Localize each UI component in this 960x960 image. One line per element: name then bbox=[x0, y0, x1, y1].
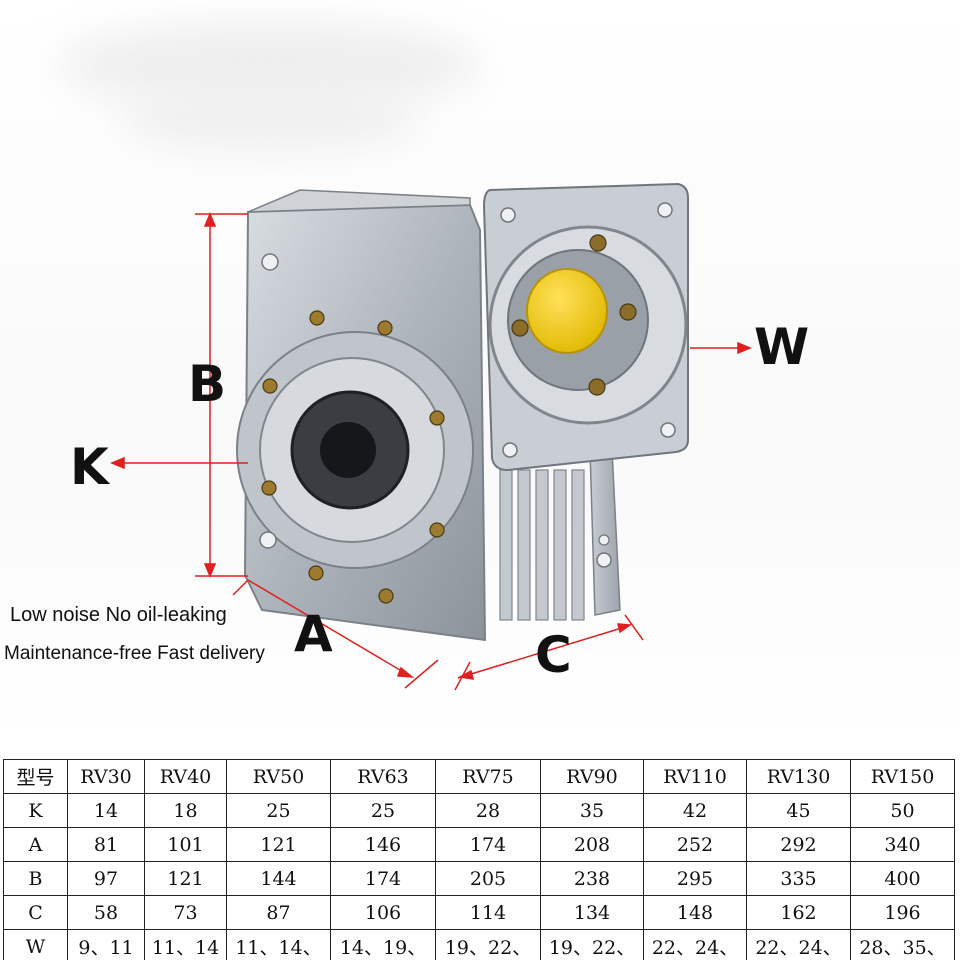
table-cell: 22、24、 bbox=[643, 929, 747, 960]
feature-caption-2: Maintenance-free Fast delivery bbox=[4, 643, 265, 664]
table-cell: 252 bbox=[643, 827, 747, 862]
table-cell: 121 bbox=[144, 861, 227, 896]
table-row: C 58 73 87 106 114 134 148 162 196 bbox=[3, 895, 955, 930]
dimension-label-k: K bbox=[70, 438, 109, 496]
table-header-row: 型号 RV30 RV40 RV50 RV63 RV75 RV90 RV110 R… bbox=[3, 759, 955, 794]
table-cell: 28、35、 bbox=[850, 929, 955, 960]
header-cell: RV130 bbox=[746, 759, 851, 794]
spec-table-container: 型号 RV30 RV40 RV50 RV63 RV75 RV90 RV110 R… bbox=[0, 740, 960, 960]
table-cell: 22、24、 bbox=[746, 929, 851, 960]
table-cell: W bbox=[3, 929, 68, 960]
dimension-label-b: B bbox=[188, 355, 227, 413]
table-cell: K bbox=[3, 793, 68, 828]
table-row: K 14 18 25 25 28 35 42 45 50 bbox=[3, 793, 955, 828]
header-cell: RV110 bbox=[643, 759, 747, 794]
cooling-fins bbox=[499, 469, 585, 621]
spec-table: 型号 RV30 RV40 RV50 RV63 RV75 RV90 RV110 R… bbox=[3, 759, 955, 960]
dimension-label-a: A bbox=[294, 605, 333, 663]
table-cell: 28 bbox=[435, 793, 541, 828]
table-cell: 11、14 bbox=[144, 929, 227, 960]
table-cell: 42 bbox=[643, 793, 747, 828]
table-cell: 238 bbox=[540, 861, 644, 896]
table-row: W 9、11 11、14 11、14、 14、19、 19、22、 19、22、… bbox=[3, 929, 955, 960]
feature-caption-1: Low noise No oil-leaking bbox=[10, 604, 227, 626]
table-row: A 81 101 121 146 174 208 252 292 340 bbox=[3, 827, 955, 862]
table-cell: A bbox=[3, 827, 68, 862]
table-cell: 196 bbox=[850, 895, 955, 930]
product-photo: B K W A C Low noise No oil-leaking Maint… bbox=[0, 0, 960, 740]
table-cell: 81 bbox=[67, 827, 145, 862]
table-cell: 162 bbox=[746, 895, 851, 930]
header-cell: RV40 bbox=[144, 759, 227, 794]
table-cell: 292 bbox=[746, 827, 851, 862]
table-cell: 25 bbox=[330, 793, 436, 828]
header-cell: RV63 bbox=[330, 759, 436, 794]
table-cell: 9、11 bbox=[67, 929, 145, 960]
table-cell: 174 bbox=[435, 827, 541, 862]
table-cell: 174 bbox=[330, 861, 436, 896]
table-cell: 114 bbox=[435, 895, 541, 930]
table-cell: 106 bbox=[330, 895, 436, 930]
table-cell: 208 bbox=[540, 827, 644, 862]
table-cell: 87 bbox=[226, 895, 331, 930]
table-cell: 335 bbox=[746, 861, 851, 896]
header-cell: RV30 bbox=[67, 759, 145, 794]
dimension-label-c: C bbox=[535, 626, 572, 684]
header-cell: RV150 bbox=[850, 759, 955, 794]
table-cell: 146 bbox=[330, 827, 436, 862]
table-cell: 14 bbox=[67, 793, 145, 828]
table-cell: 58 bbox=[67, 895, 145, 930]
table-cell: 19、22、 bbox=[435, 929, 541, 960]
table-cell: 50 bbox=[850, 793, 955, 828]
header-cell: RV90 bbox=[540, 759, 644, 794]
table-cell: 400 bbox=[850, 861, 955, 896]
header-cell: 型号 bbox=[3, 759, 68, 794]
table-cell: 295 bbox=[643, 861, 747, 896]
header-cell: RV50 bbox=[226, 759, 331, 794]
header-cell: RV75 bbox=[435, 759, 541, 794]
table-cell: 121 bbox=[226, 827, 331, 862]
table-cell: 97 bbox=[67, 861, 145, 896]
dimension-lines bbox=[110, 212, 752, 691]
table-cell: 73 bbox=[144, 895, 227, 930]
table-cell: 19、22、 bbox=[540, 929, 644, 960]
table-cell: 14、19、 bbox=[330, 929, 436, 960]
table-cell: 134 bbox=[540, 895, 644, 930]
dimension-label-w: W bbox=[754, 318, 810, 376]
table-cell: C bbox=[3, 895, 68, 930]
table-cell: 205 bbox=[435, 861, 541, 896]
table-cell: 35 bbox=[540, 793, 644, 828]
table-cell: 340 bbox=[850, 827, 955, 862]
table-cell: 144 bbox=[226, 861, 331, 896]
gearbox-illustration bbox=[110, 182, 752, 691]
yellow-cap bbox=[526, 268, 608, 354]
table-cell: 148 bbox=[643, 895, 747, 930]
table-cell: 18 bbox=[144, 793, 227, 828]
table-cell: 101 bbox=[144, 827, 227, 862]
table-row: B 97 121 144 174 205 238 295 335 400 bbox=[3, 861, 955, 896]
table-cell: 45 bbox=[746, 793, 851, 828]
table-cell: 25 bbox=[226, 793, 331, 828]
table-cell: 11、14、 bbox=[226, 929, 331, 960]
table-cell: B bbox=[3, 861, 68, 896]
